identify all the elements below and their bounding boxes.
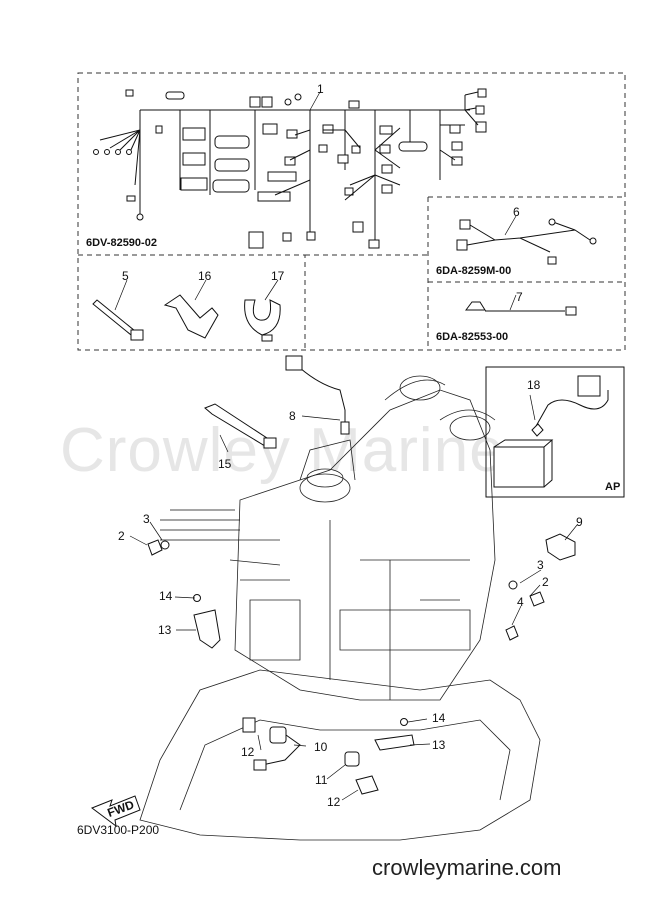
- callout-number: 15: [218, 457, 232, 471]
- callout-number: 1: [317, 82, 324, 96]
- holder: [163, 294, 219, 339]
- bracket-upper: [193, 609, 221, 649]
- sensor-lower: [242, 717, 301, 771]
- website-link[interactable]: crowleymarine.com: [372, 855, 562, 880]
- engine-block: [139, 375, 541, 841]
- callout-number: 8: [289, 409, 296, 423]
- callout-number: 11: [315, 773, 328, 787]
- temperature-sensor: [285, 355, 350, 435]
- pressure-sensor: [545, 533, 576, 561]
- callout-number: 5: [122, 269, 129, 283]
- part-number-lead: 6DA-82553-00: [436, 331, 508, 343]
- watermark-text: Crowley Marine: [60, 416, 505, 485]
- callout-number: 13: [432, 738, 446, 752]
- cable-tie: [92, 299, 144, 341]
- callout-number: 3: [537, 558, 544, 572]
- callout-number: 18: [527, 378, 541, 392]
- clamp: [244, 299, 281, 342]
- bolts-and-washers: [147, 539, 545, 726]
- part-number-main-harness: 6DV-82590-02: [86, 237, 157, 249]
- callout-number: 10: [314, 740, 328, 754]
- callout-number: 3: [143, 512, 150, 526]
- callout-number: 2: [118, 529, 125, 543]
- kit-outline-box: [77, 72, 626, 351]
- battery-wire: [493, 375, 609, 488]
- callout-number: 9: [576, 515, 583, 529]
- callout-number: 6: [513, 205, 520, 219]
- callout-number: 7: [516, 290, 523, 304]
- callout-number: 2: [542, 575, 549, 589]
- lead-wire: [465, 301, 577, 316]
- ap-label: AP: [605, 481, 621, 493]
- callout-number: 14: [432, 711, 446, 725]
- callout-number: 16: [198, 269, 212, 283]
- knock-sensor-lead: [204, 403, 277, 449]
- callout-number: 4: [517, 595, 524, 609]
- forward-arrow: FWD: [90, 795, 141, 828]
- subharness-box: [427, 196, 625, 350]
- main-wire-harness: [93, 88, 487, 249]
- bracket-lower: [344, 734, 415, 795]
- callout-number: 13: [158, 623, 172, 637]
- callout-number: 12: [327, 795, 341, 809]
- sub-wire-harness: [456, 218, 597, 265]
- callout-number: 12: [241, 745, 255, 759]
- callout-number: 14: [159, 589, 173, 603]
- callout-number: 17: [271, 269, 285, 283]
- part-number-sub-harness: 6DA-8259M-00: [436, 265, 511, 277]
- diagram-code: 6DV3100-P200: [77, 823, 160, 837]
- battery-option-box: [485, 366, 625, 498]
